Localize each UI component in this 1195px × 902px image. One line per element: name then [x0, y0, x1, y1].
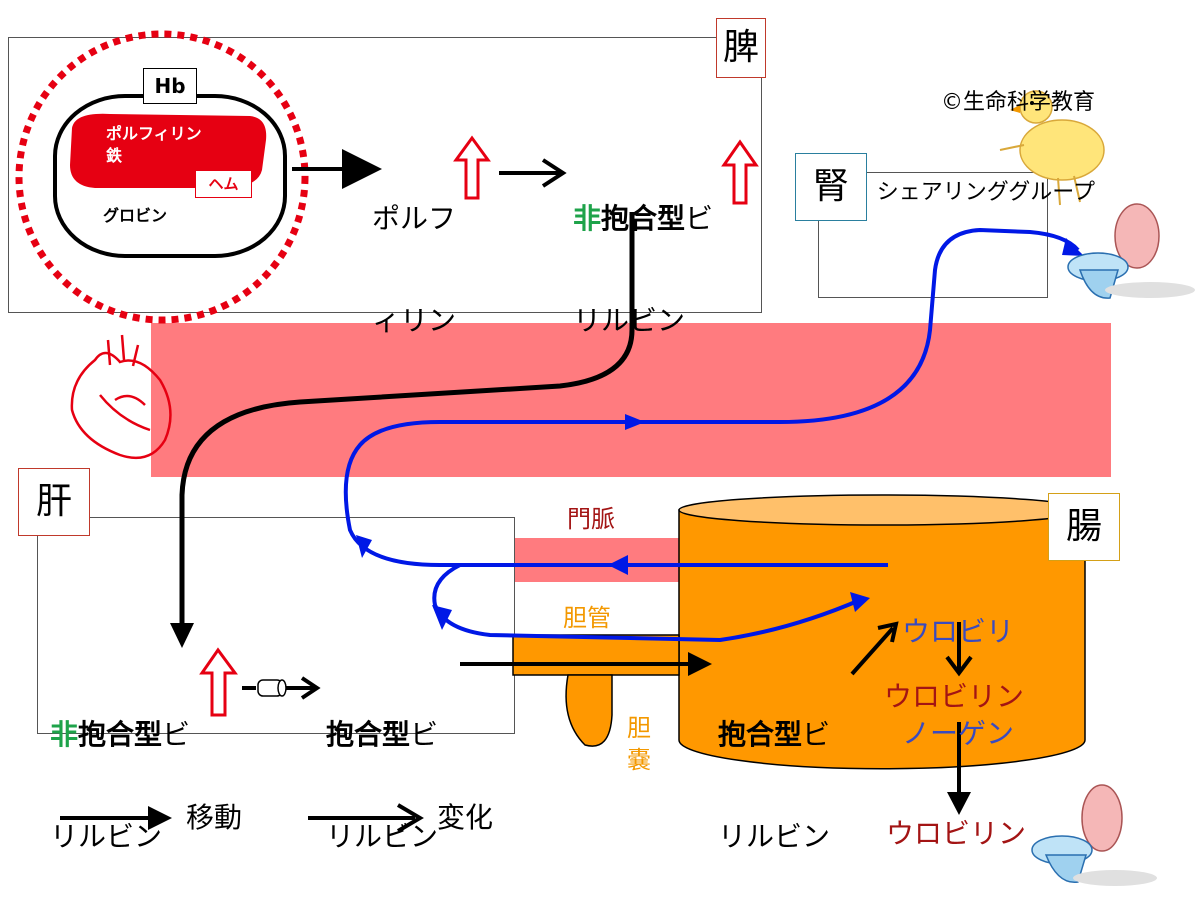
bilirubin-part: ビ [410, 718, 439, 751]
intestine-top [678, 494, 1086, 526]
conjugated-type-text: 抱合型 [601, 202, 686, 235]
porphyrin-iron-shape [70, 113, 267, 188]
legend-change-label: 変化 [437, 801, 494, 834]
spleen-unconjugated-bilirubin: 非抱合型ビ リルビン [573, 134, 713, 372]
bile-duct-label: 胆管 [563, 604, 611, 632]
spleen-box [8, 37, 762, 313]
heme-label: ヘム [195, 170, 252, 198]
porphyrin-iron-label-2: 鉄 [106, 146, 123, 165]
liver-unconjugated-bilirubin: 非抱合型ビ リルビン [50, 650, 190, 888]
conjugated-type-text: 抱合型 [78, 718, 163, 751]
bilirubin-part: ビ [685, 202, 714, 235]
hb-label: Hb [143, 68, 197, 104]
red-blood-cell-outline [15, 30, 309, 324]
chick-icon [999, 90, 1105, 206]
gallbladder-label: 胆 嚢 [627, 714, 651, 774]
unconjugated-prefix: 非 [573, 202, 602, 235]
liver-label: 肝 [18, 468, 90, 536]
portal-vein-label: 門脈 [567, 505, 615, 533]
up-arrow-icon [721, 139, 759, 205]
heart-icon [70, 334, 172, 460]
spleen-label: 脾 [716, 18, 766, 78]
toilet-icon [1031, 784, 1157, 886]
porphyrin-label: ポルフ ィリン [372, 134, 456, 372]
portal-vein-band [514, 538, 680, 582]
up-arrow-icon [453, 135, 491, 200]
intestine-conjugated-bilirubin: 抱合型ビ リルビン [718, 650, 830, 888]
copyright: ©生命科学教育 シェアリンググループ [795, 28, 1095, 238]
urobilinogen-line1: ウロビリ [902, 615, 1015, 648]
bilirubin-part: ビ [802, 718, 831, 751]
liver-conjugated-bilirubin: 抱合型ビ リルビン [326, 650, 438, 888]
copyright-line1: ©生命科学教育 [940, 90, 1095, 115]
toilet-icon [1067, 203, 1195, 299]
copyright-line2: シェアリンググループ [876, 180, 1095, 205]
urobilin-intestine-label: ウロビリン [884, 680, 1025, 713]
gallbladder-shape [565, 674, 613, 747]
up-arrow-icon [199, 647, 238, 717]
legend-move-label: 移動 [186, 801, 243, 834]
kidney-label: 腎 [795, 153, 867, 221]
bilirubin-part: ビ [162, 718, 191, 751]
enzyme-icon [257, 679, 287, 697]
bilirubin-part-2: リルビン [50, 820, 163, 853]
porphyrin-label-line2: ィリン [372, 304, 457, 337]
conjugated-type-text: 抱合型 [718, 718, 803, 751]
unconjugated-prefix: 非 [50, 718, 79, 751]
bile-duct [512, 634, 680, 676]
bilirubin-part-2: リルビン [573, 304, 686, 337]
liver-box [37, 517, 515, 734]
porphyrin-label-line1: ポルフ [372, 202, 457, 235]
urobilinogen-label: ウロビリ ノーゲン [902, 547, 1014, 785]
porphyrin-iron-label-1: ポルフィリン [106, 124, 202, 143]
intestine-label: 腸 [1048, 493, 1120, 561]
bilirubin-part-2: リルビン [326, 820, 439, 853]
urobilinogen-line2: ノーゲン [902, 717, 1015, 750]
globin-label: グロビン [103, 206, 168, 225]
bilirubin-part-2: リルビン [718, 820, 831, 853]
conjugated-type-text: 抱合型 [326, 718, 411, 751]
urobilin-excreted-label: ウロビリン [886, 817, 1027, 850]
